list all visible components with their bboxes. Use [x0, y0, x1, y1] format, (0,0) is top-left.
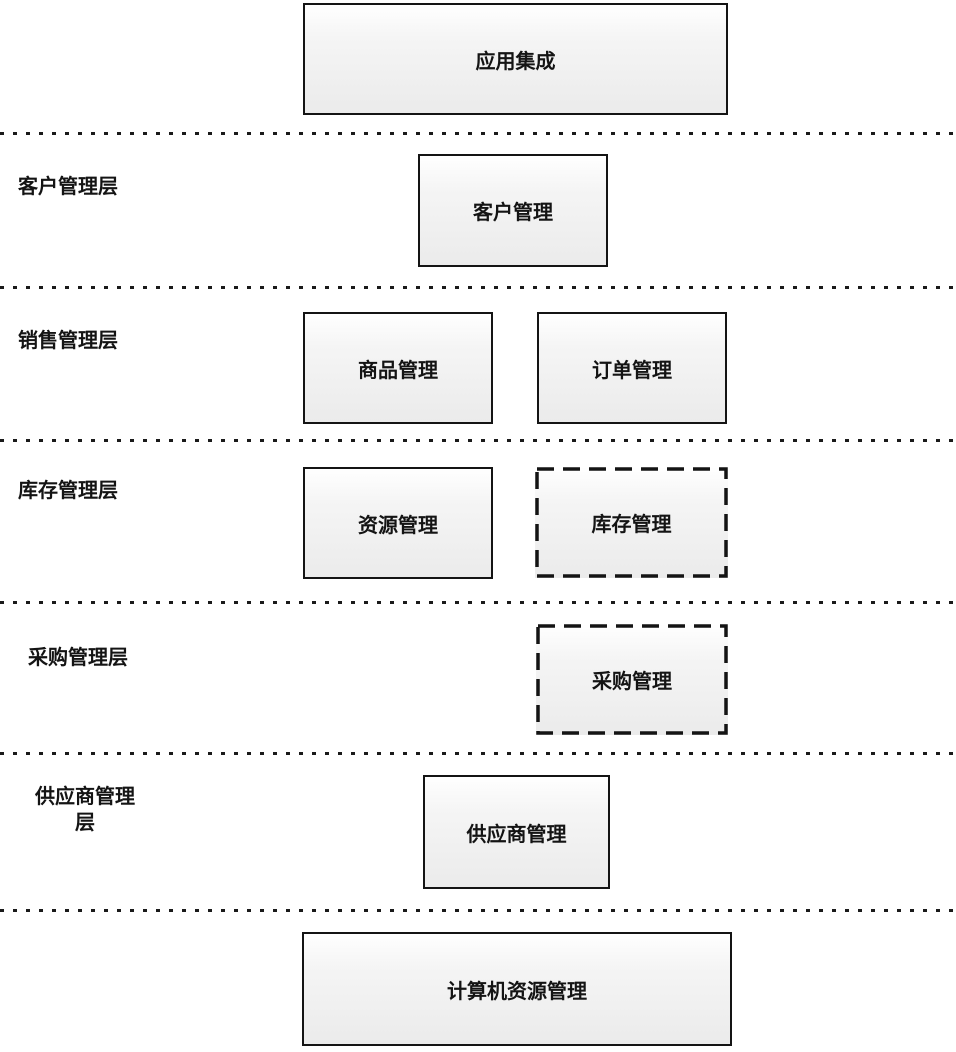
layer-separator-line	[0, 286, 956, 289]
box-label: 计算机资源管理	[447, 980, 587, 1003]
box-label: 应用集成	[475, 50, 556, 73]
layer-label-inventory: 库存管理层	[18, 480, 118, 502]
box-label: 商品管理	[358, 359, 438, 382]
layer-label-customer: 客户管理层	[18, 176, 118, 198]
box-product-management: 商品管理	[303, 312, 493, 424]
box-label: 订单管理	[592, 359, 672, 382]
box-label: 资源管理	[358, 514, 438, 537]
layer-label-supplier: 供应商管理层	[35, 786, 135, 834]
layer-separator-line	[0, 601, 956, 604]
box-resource-management: 资源管理	[303, 467, 493, 579]
box-label: 库存管理	[591, 514, 672, 536]
dashed-border	[535, 467, 728, 578]
layer-separator-line	[0, 132, 956, 135]
box-supplier-management: 供应商管理	[423, 775, 610, 889]
box-label: 供应商管理	[466, 823, 567, 846]
box-order-management: 订单管理	[537, 312, 727, 424]
dashed-border	[536, 624, 728, 735]
layer-separator-line	[0, 439, 956, 442]
layer-separator-line	[0, 752, 956, 755]
box-procurement-management: 采购管理	[536, 624, 728, 735]
box-customer-management: 客户管理	[418, 154, 608, 267]
layer-label-sales: 销售管理层	[18, 330, 118, 352]
box-inventory-management: 库存管理	[535, 467, 728, 578]
box-computer-resource-management: 计算机资源管理	[302, 932, 732, 1046]
layer-label-procurement: 采购管理层	[28, 647, 128, 669]
box-label: 客户管理	[473, 202, 553, 224]
box-application-integration: 应用集成	[303, 3, 728, 115]
layer-separator-line	[0, 909, 956, 912]
box-label: 采购管理	[592, 671, 672, 693]
